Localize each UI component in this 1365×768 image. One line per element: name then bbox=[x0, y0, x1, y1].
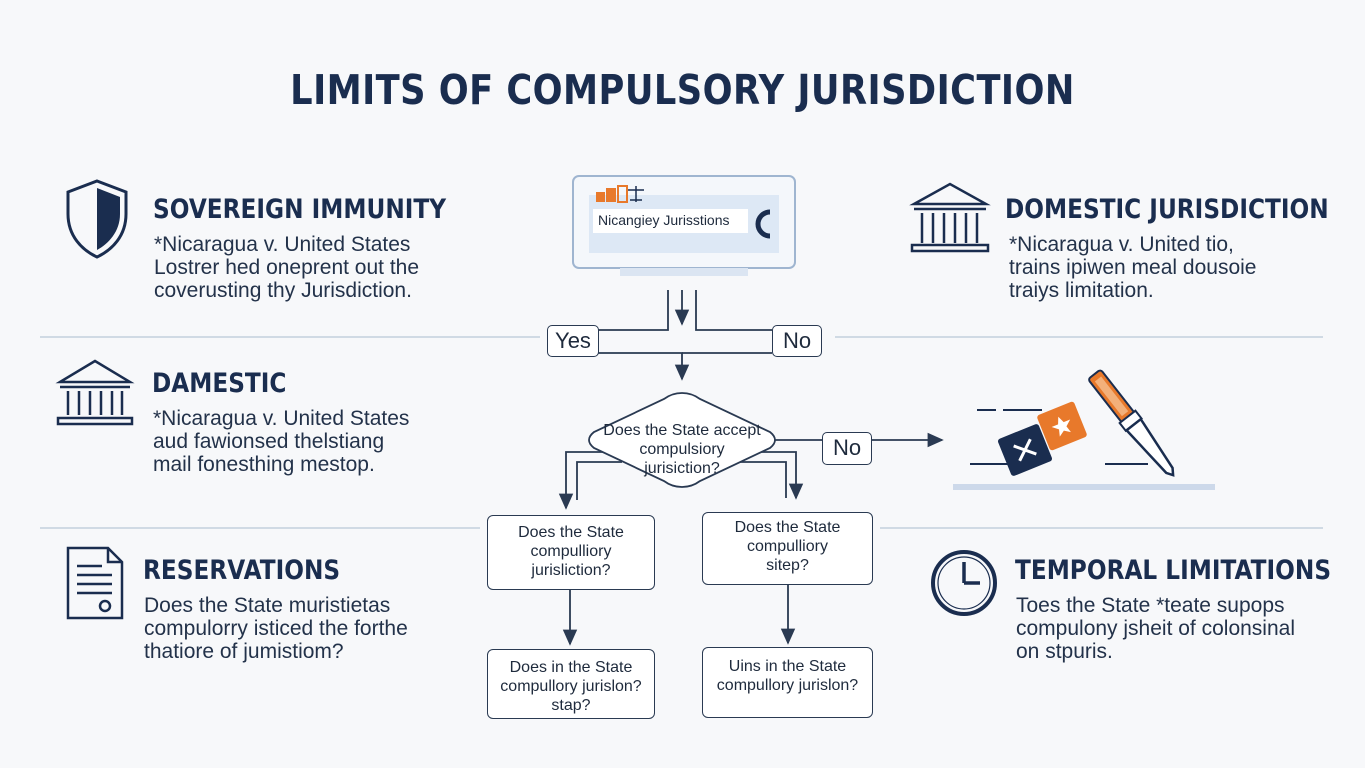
decision-text: Does the State accept compulsiory jurisi… bbox=[603, 422, 761, 477]
flow-box-right-1: Does the State compulliory sitep? bbox=[702, 512, 873, 585]
reject-icon bbox=[998, 424, 1052, 476]
section-heading-domestic-jurisdiction: DOMESTIC JURISDICTION bbox=[1005, 194, 1329, 225]
section-body-sovereign-immunity: *Nicaragua v. United States Lostrer hed … bbox=[154, 233, 420, 302]
section-heading-damestic: DAMESTIC bbox=[152, 368, 287, 399]
flow-box-left-2: Does in the State compullory jurislon? s… bbox=[487, 649, 655, 719]
decision-diamond bbox=[588, 392, 776, 488]
decision-illustration bbox=[953, 369, 1215, 490]
flow-connectors bbox=[558, 290, 944, 646]
flow-box-left-1: Does the State compulliory jurisliction? bbox=[487, 515, 655, 590]
flow-box-right-2: Uins in the State compullory jurislon? bbox=[702, 647, 873, 718]
screen-label: Nicangiey Jurisstions bbox=[598, 212, 730, 228]
clock-icon bbox=[931, 550, 997, 616]
yes-label: Yes bbox=[547, 325, 599, 357]
no-label: No bbox=[772, 325, 822, 357]
section-dividers bbox=[40, 336, 1323, 529]
section-heading-reservations: RESERVATIONS bbox=[143, 555, 341, 586]
approve-icon bbox=[1037, 401, 1087, 451]
shield-icon bbox=[66, 179, 128, 259]
bank-icon bbox=[55, 359, 135, 426]
page-title: LIMITS OF COMPULSORY JURISDICTION bbox=[290, 66, 1075, 114]
section-heading-temporal-limitations: TEMPORAL LIMITATIONS bbox=[1015, 555, 1332, 586]
section-body-domestic-jurisdiction: *Nicaragua v. United tio, trains ipiwen … bbox=[1009, 233, 1257, 302]
computer-screen bbox=[572, 175, 796, 276]
document-icon bbox=[66, 546, 124, 620]
section-body-reservations: Does the State muristietas compulorry is… bbox=[144, 594, 408, 663]
bank-icon bbox=[909, 182, 991, 253]
gavel-icon bbox=[1088, 369, 1175, 477]
section-body-temporal-limitations: Toes the State *teate supops compulony j… bbox=[1016, 594, 1295, 663]
no-right-label: No bbox=[822, 432, 872, 465]
section-body-damestic: *Nicaragua v. United States aud fawionse… bbox=[153, 407, 410, 476]
section-heading-sovereign-immunity: SOVEREIGN IMMUNITY bbox=[153, 194, 447, 225]
